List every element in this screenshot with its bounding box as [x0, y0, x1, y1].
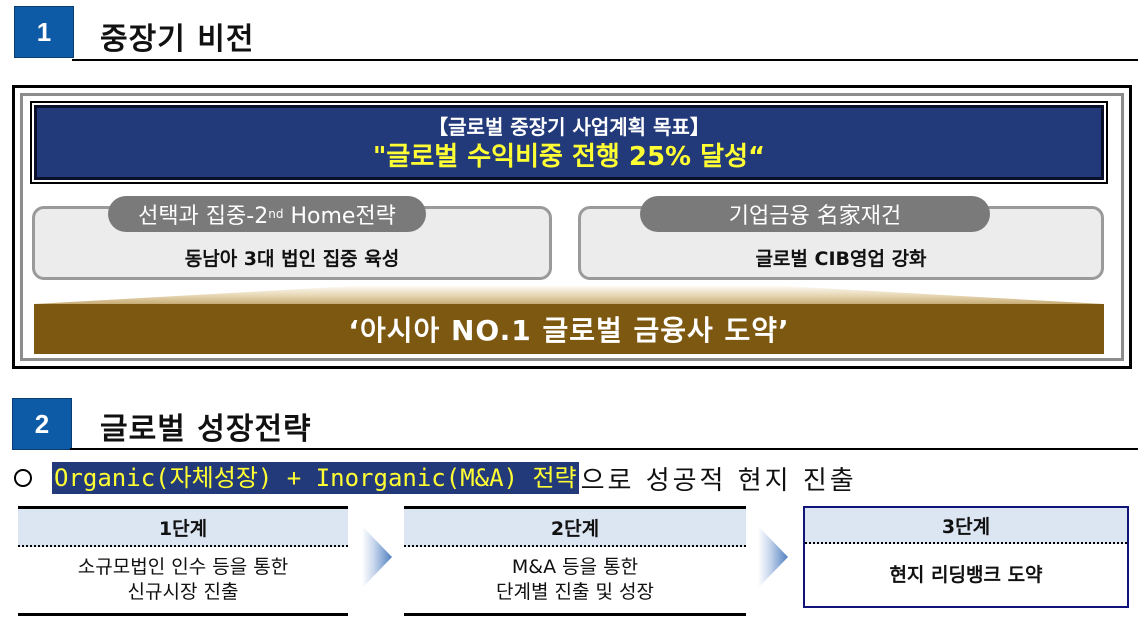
- stage-label-2: 2단계: [404, 509, 746, 547]
- section-title-2: 글로벌 성장전략: [100, 412, 312, 447]
- stage-2-line-1: M&A 등을 통한: [511, 556, 639, 578]
- stage-card-3: 3단계 현지 리딩뱅크 도약: [803, 506, 1129, 608]
- stage-3-line-1: 현지 리딩뱅크 도약: [889, 563, 1043, 586]
- stage-2-line-2: 단계별 진출 및 성장: [496, 581, 654, 603]
- pillar-tab-1-suffix: Home전략: [283, 204, 396, 229]
- section-number-badge-1: 1: [14, 6, 74, 58]
- pillar-tab-1-prefix: 선택과 집중-2: [138, 204, 269, 229]
- stage-card-1: 1단계 소규모법인 인수 등을 통한 신규시장 진출: [18, 506, 348, 616]
- stage-1-line-2: 신규시장 진출: [127, 581, 239, 603]
- stage-label-1: 1단계: [18, 509, 348, 547]
- stage-body-3: 현지 리딩뱅크 도약: [805, 544, 1127, 606]
- stage-1-line-1: 소규모법인 인수 등을 통한: [77, 556, 289, 578]
- pillar-description-1: 동남아 3대 법인 집중 육성: [184, 248, 400, 270]
- vision-frame-outer: [12, 85, 1132, 369]
- stage-body-1: 소규모법인 인수 등을 통한 신규시장 진출: [18, 547, 348, 613]
- stage-label-3: 3단계: [805, 508, 1127, 544]
- goal-headline: "글로벌 수익비중 전행 25% 달성“: [372, 141, 766, 172]
- strategy-bullet: Organic(자체성장) + Inorganic(M&A) 전략 으로 성공적…: [12, 462, 857, 496]
- arrow-right-icon: [758, 526, 788, 588]
- vision-frame-inner: [20, 93, 1124, 361]
- goal-subtitle: 【글로벌 중장기 사업계획 목표】: [428, 114, 710, 139]
- pillar-tab-2: 기업금융 名家재건: [640, 196, 990, 232]
- bullet-circle-icon: [14, 469, 32, 487]
- strategy-rest: 으로 성공적 현지 진출: [580, 465, 857, 496]
- arrow-right-icon: [362, 526, 392, 588]
- foundation-slope: [34, 286, 1104, 304]
- stage-card-2: 2단계 M&A 등을 통한 단계별 진출 및 성장: [404, 506, 746, 616]
- section-divider-1: [72, 59, 1138, 61]
- goal-box: 【글로벌 중장기 사업계획 목표】 "글로벌 수익비중 전행 25% 달성“: [34, 105, 1104, 180]
- strategy-highlight: Organic(자체성장) + Inorganic(M&A) 전략: [52, 462, 579, 494]
- pillar-tab-1-sup: nd: [268, 207, 284, 221]
- foundation-banner: ‘아시아 NO.1 글로벌 금융사 도약’: [34, 304, 1104, 354]
- section-number-badge-2: 2: [12, 398, 72, 450]
- section-divider-2: [70, 448, 1138, 450]
- section-title-1: 중장기 비전: [100, 22, 255, 57]
- stage-body-2: M&A 등을 통한 단계별 진출 및 성장: [404, 547, 746, 613]
- pillar-description-2: 글로벌 CIB영업 강화: [755, 248, 927, 270]
